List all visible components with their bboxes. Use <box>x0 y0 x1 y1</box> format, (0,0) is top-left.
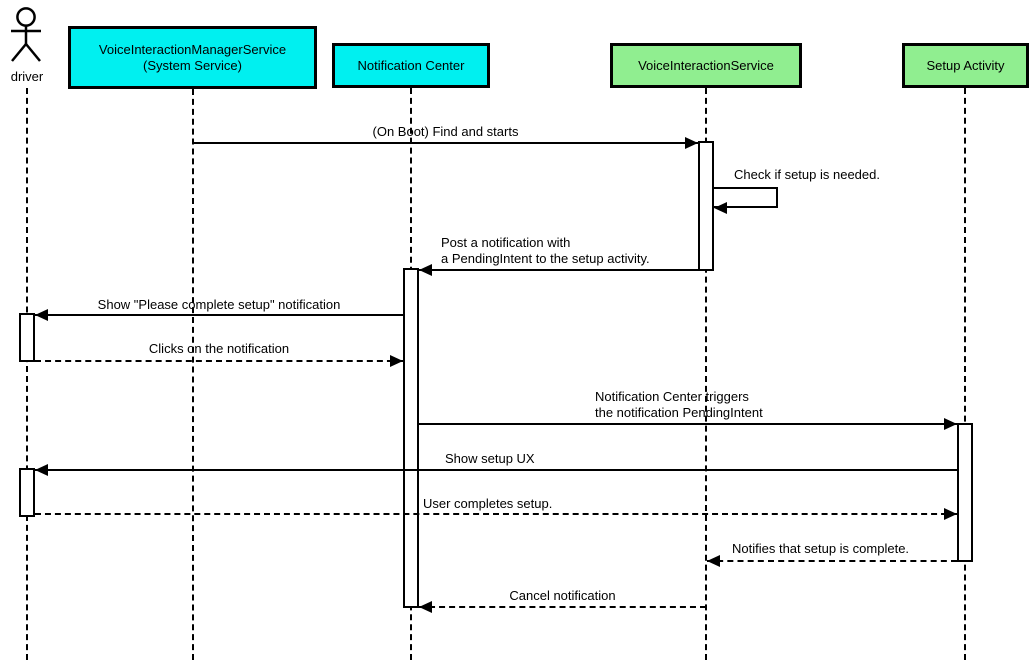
participant-box-setup-activity: Setup Activity <box>902 43 1029 88</box>
message-line-9 <box>707 560 957 562</box>
message-line-8 <box>35 513 957 515</box>
message-label-4: Show "Please complete setup" notificatio… <box>97 297 341 312</box>
arrowhead-right-icon <box>944 418 957 430</box>
message-label-6: Notification Center triggers the notific… <box>595 389 763 420</box>
participant-box-voice-interaction-manager-service: VoiceInteractionManagerService (System S… <box>68 26 317 89</box>
message-line-6 <box>419 423 957 425</box>
message-line-1 <box>193 142 698 144</box>
message-label-2: Check if setup is needed. <box>734 167 880 182</box>
message-label-7: Show setup UX <box>445 451 535 466</box>
arrowhead-right-icon <box>390 355 403 367</box>
arrowhead-left-icon <box>35 309 48 321</box>
participant-box-voice-interaction-service: VoiceInteractionService <box>610 43 802 88</box>
participant-box-notification-center: Notification Center <box>332 43 490 88</box>
message-line-3 <box>419 269 698 271</box>
lifeline-voice-interaction-service <box>705 88 707 660</box>
message-line-7 <box>35 469 957 471</box>
arrowhead-left-icon <box>419 264 432 276</box>
activation-voice-interaction-service <box>698 141 714 271</box>
self-message-loop <box>714 187 778 208</box>
message-label-5: Clicks on the notification <box>148 341 290 356</box>
arrowhead-left-icon <box>714 202 727 214</box>
lifeline-setup-activity <box>964 88 966 660</box>
activation-notification-center <box>403 268 419 608</box>
message-label-8: User completes setup. <box>423 496 553 511</box>
actor-driver-icon <box>11 7 41 62</box>
activation-driver-2 <box>19 468 35 517</box>
arrowhead-left-icon <box>35 464 48 476</box>
actor-driver-label: driver <box>10 69 44 84</box>
message-label-3: Post a notification with a PendingIntent… <box>441 235 650 266</box>
message-label-10: Cancel notification <box>509 588 616 603</box>
arrowhead-right-icon <box>685 137 698 149</box>
lifeline-driver <box>26 88 28 660</box>
message-line-4 <box>35 314 403 316</box>
arrowhead-left-icon <box>707 555 720 567</box>
arrowhead-right-icon <box>944 508 957 520</box>
message-label-1: (On Boot) Find and starts <box>372 124 519 139</box>
lifeline-voice-interaction-manager-service <box>192 89 194 660</box>
message-line-10 <box>419 606 706 608</box>
activation-setup-activity <box>957 423 973 562</box>
message-line-5 <box>35 360 403 362</box>
message-label-9: Notifies that setup is complete. <box>732 541 910 556</box>
arrowhead-left-icon <box>419 601 432 613</box>
activation-driver-1 <box>19 313 35 362</box>
